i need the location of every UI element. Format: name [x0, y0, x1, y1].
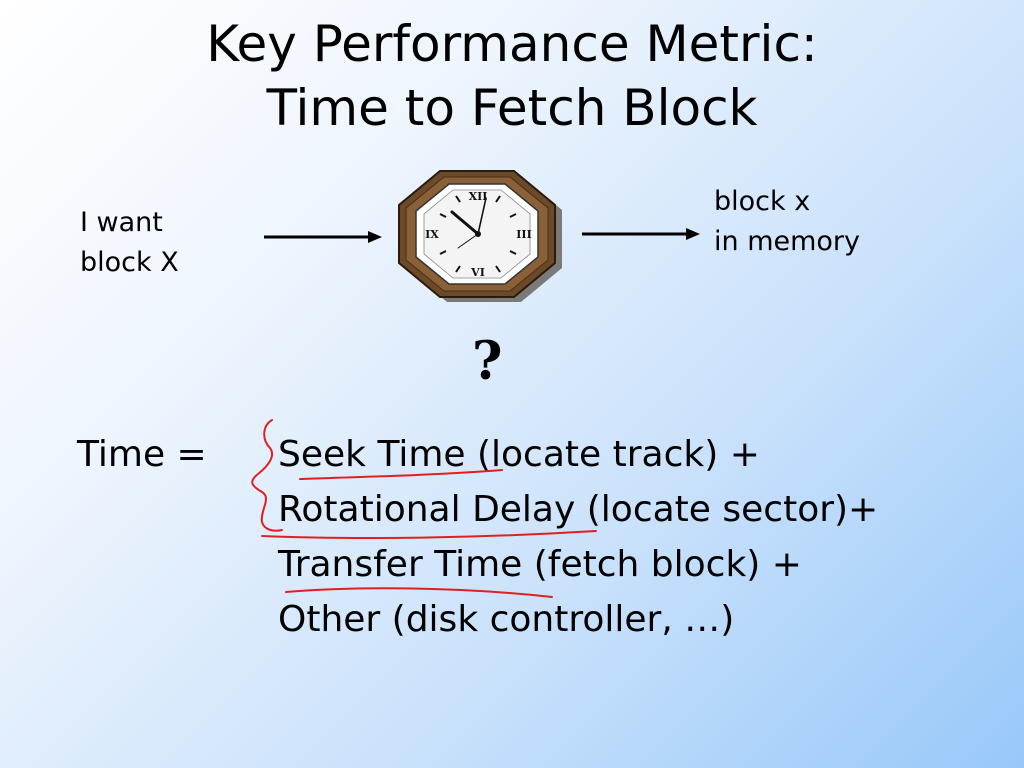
svg-text:VI: VI [470, 266, 485, 279]
formula-term-transfer: Transfer Time (fetch block) + [278, 544, 802, 585]
result-label-line2: in memory [714, 226, 861, 257]
svg-text:XII: XII [469, 190, 488, 203]
request-label-line2: block X [80, 247, 179, 278]
arrow-right-icon [582, 228, 700, 240]
request-label: I want block X [80, 203, 179, 283]
formula-term-seek: Seek Time (locate track) + [278, 434, 760, 475]
result-label: block x in memory [714, 182, 860, 262]
formula-label: Time = [77, 434, 207, 475]
arrow-right-icon [264, 231, 382, 243]
formula-term-other: Other (disk controller, …) [278, 599, 735, 640]
result-label-line1: block x [714, 186, 811, 217]
slide-title-line2: Time to Fetch Block [266, 79, 758, 137]
question-mark: ? [472, 331, 503, 392]
slide-title-line1: Key Performance Metric: [206, 15, 818, 73]
svg-text:IX: IX [425, 228, 439, 241]
request-label-line1: I want [80, 207, 163, 238]
slide-title: Key Performance Metric: Time to Fetch Bl… [0, 12, 1024, 140]
svg-text:III: III [516, 228, 531, 241]
formula-terms: Seek Time (locate track) + Rotational De… [278, 427, 878, 647]
formula-term-rotational: Rotational Delay (locate sector)+ [278, 489, 879, 530]
clock-icon: XII III VI IX [398, 170, 562, 302]
